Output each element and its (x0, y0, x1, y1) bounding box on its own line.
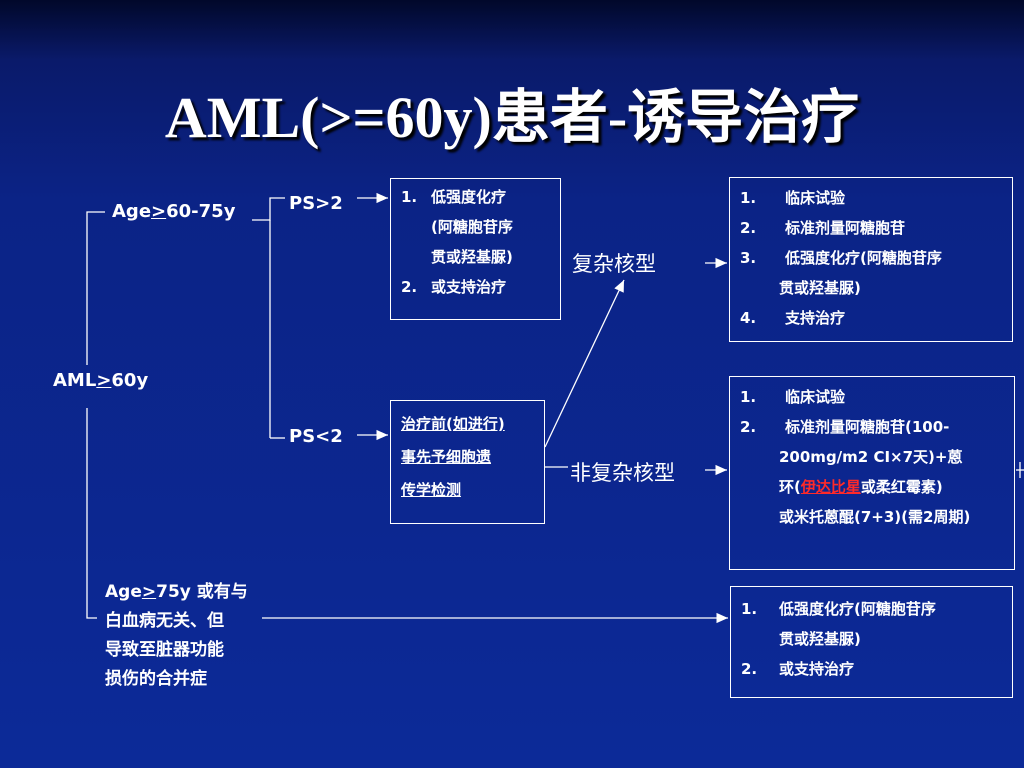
ps-gt2-label: PS>2 (289, 193, 343, 214)
ps-gt2-treatment-box: 1. 低强度化疗 (阿糖胞苷序 贯或羟基脲) 2. 或支持治疗 (390, 178, 561, 320)
list-item: 2. 或支持治疗 (401, 278, 507, 296)
list-item: 1.临床试验 (740, 388, 846, 406)
age-branch (252, 197, 285, 221)
list-item: 2.标准剂量阿糖胞苷 (740, 219, 906, 237)
root-branch-lower (86, 408, 97, 619)
root-branch-upper (86, 211, 105, 365)
age-75-treatment-box: 1. 低强度化疗(阿糖胞苷序 贯或羟基脲) 2.或支持治疗 (730, 586, 1013, 698)
age-60-75-label: Age>60-75y (112, 201, 236, 222)
complex-karyotype-label: 复杂核型 (572, 252, 656, 276)
slide-title: AML(>=60y)患者-诱导治疗 (164, 85, 860, 150)
list-item: 3. 低强度化疗(阿糖胞苷序 贯或羟基脲) (740, 249, 942, 297)
list-item: 2.或支持治疗 (741, 660, 855, 678)
aml-root-label: AML>60y (53, 370, 149, 391)
non-complex-karyotype-label: 非复杂核型 (570, 461, 675, 485)
list-item: 2. 标准剂量阿糖胞苷(100- 200mg/m2 CI×7天)+蒽 环(伊达比… (740, 418, 971, 526)
list-item: 4.支持治疗 (740, 309, 846, 327)
cytogenetic-test-box: 治疗前(如进行) 事先予细胞遗 传学检测 (390, 400, 545, 524)
age-75-label: Age>75y 或有与 白血病无关、但 导致至脏器功能 损伤的合并症 (105, 582, 248, 689)
list-item: 1. 低强度化疗(阿糖胞苷序 贯或羟基脲) (741, 600, 936, 648)
non-complex-treatment-box: 1.临床试验 2. 标准剂量阿糖胞苷(100- 200mg/m2 CI×7天)+… (729, 376, 1015, 570)
ps-lt2-label: PS<2 (289, 426, 343, 447)
list-item: 1. 低强度化疗 (阿糖胞苷序 贯或羟基脲) (401, 188, 513, 266)
list-item: 1.临床试验 (740, 189, 846, 207)
complex-treatment-box: 1.临床试验 2.标准剂量阿糖胞苷 3. 低强度化疗(阿糖胞苷序 贯或羟基脲) … (729, 177, 1013, 342)
idarubicin-highlight: 伊达比星 (800, 478, 861, 496)
